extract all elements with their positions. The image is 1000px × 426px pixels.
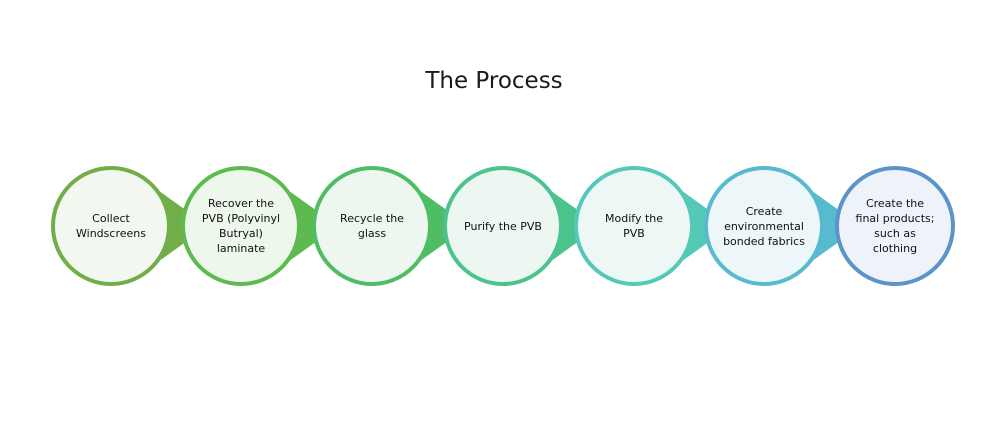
step-label-line: Recycle the	[340, 212, 404, 225]
step-label: Create the final products; such as clothing	[847, 196, 943, 256]
step-circle	[181, 166, 301, 286]
step-label-line: Collect	[92, 212, 130, 225]
step-label-line: Modify the	[605, 212, 663, 225]
step-label-line: glass	[357, 227, 387, 240]
step-label: Purify the PVB	[455, 219, 551, 234]
step-label-line: Create	[745, 204, 783, 218]
step-label-line: PVB (Polyvinyl	[201, 212, 281, 225]
step-label-line: environmental	[724, 219, 804, 233]
step-label-line: Create the	[865, 197, 925, 210]
step-label-line: Butryal)	[219, 227, 263, 240]
step-label-line: laminate	[216, 242, 266, 255]
step-circle	[574, 166, 694, 286]
step-label-line: Recover the	[207, 197, 275, 210]
step-circle	[312, 166, 432, 286]
step-label-line: final products;	[855, 212, 935, 225]
step-label-line: such as	[874, 227, 916, 240]
step-label-line: clothing	[872, 242, 918, 255]
step-label: Recycle the glass	[324, 211, 420, 241]
step-label-line: bonded fabrics	[723, 234, 805, 248]
step-label-line: Windscreens	[76, 227, 146, 240]
step-label-line: Purify the PVB	[464, 219, 542, 233]
step-label-line: PVB	[623, 227, 645, 240]
step-circle	[835, 166, 955, 286]
step-circle	[443, 166, 563, 286]
step-circle	[704, 166, 824, 286]
diagram-title: The Process	[425, 68, 563, 94]
step-circle	[51, 166, 171, 286]
